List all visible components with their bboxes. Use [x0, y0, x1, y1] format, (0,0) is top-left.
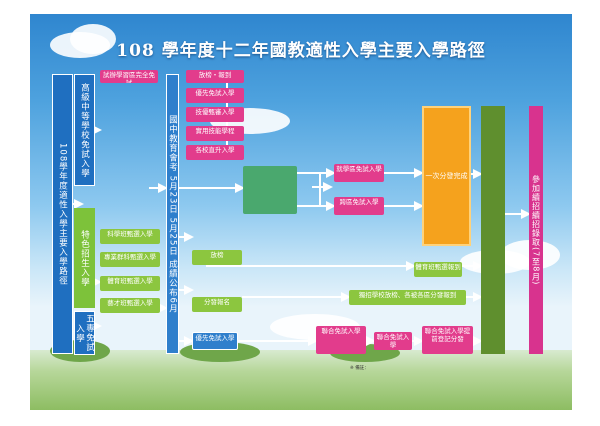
flow-box: 體育班甄選報到: [414, 262, 462, 277]
flow-box: 聯合免試入學: [316, 326, 366, 354]
flow-box: 聯合免試入學: [374, 332, 412, 350]
flow-box: 就學區免試入學: [334, 164, 384, 182]
category-five-year: 五專免試入學: [74, 311, 95, 355]
page-title: 108 學年度十二年國教適性入學主要入學路徑: [116, 41, 486, 61]
flow-box: 科學班甄選入學: [100, 229, 160, 244]
flow-box: 聯合免試入學提前登記分發: [422, 326, 473, 354]
flow-box: 跨區免試入學: [334, 197, 384, 215]
flow-box: 技優甄審入學: [186, 107, 244, 122]
final-stage-box: 參加續招續招錄取(7至8月): [529, 106, 543, 354]
registration-box: [481, 106, 505, 354]
flow-box: 放榜・報到: [186, 70, 244, 83]
flow-box: 實用技能學程: [186, 126, 244, 141]
flow-box: 藝才班甄選入學: [100, 298, 160, 313]
flow-box: [243, 166, 297, 214]
flow-box: 分發報名: [192, 297, 242, 312]
flow-box: 放榜: [192, 250, 242, 265]
flow-box: 優先免試入學: [192, 332, 238, 350]
first-distribution-box: 一次分發完成: [422, 106, 471, 246]
notes-heading: ※ 備註：: [350, 366, 369, 371]
category-exam-free: 高級中等學校免試入學: [74, 74, 95, 186]
poster-background: 108 學年度十二年國教適性入學主要入學路徑: [30, 14, 572, 410]
category-specialty: 特色招生入學: [74, 208, 95, 308]
flow-box: 專業群科甄選入學: [100, 252, 160, 267]
cloud: [70, 24, 116, 54]
grass-field: [30, 350, 572, 410]
flow-box: 各校直升入學: [186, 145, 244, 160]
timeline-bar: 國中教育會考 5月23日 5月25日 成績公布6月: [166, 74, 179, 354]
flow-box: 體育班甄選入學: [100, 276, 160, 291]
flow-box: 獨招學校放榜、各被各區分發報到: [349, 290, 466, 305]
route-overview-bar: 108學年度適性入學主要入學路徑: [52, 74, 73, 354]
flow-box: 試辦學習區完全免試: [100, 70, 158, 83]
flow-box: 優先免試入學: [186, 88, 244, 103]
